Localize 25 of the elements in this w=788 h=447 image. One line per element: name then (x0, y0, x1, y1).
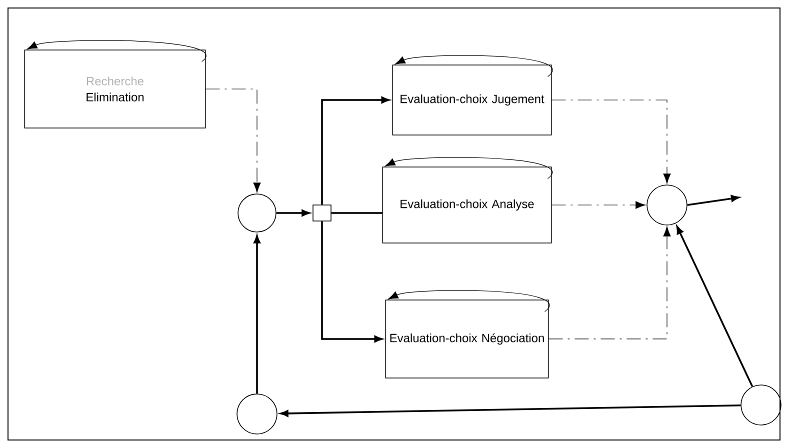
process-box: Recherche Elimination (24, 50, 206, 128)
connector-line (331, 212, 382, 214)
loop-arrow (27, 40, 206, 62)
junction-circle (238, 194, 276, 232)
process-box: Evaluation-choix Analyse (382, 166, 552, 244)
arrow (687, 195, 740, 206)
loop-arrow (385, 157, 553, 179)
loop-arrow (388, 290, 550, 312)
junction-circle (646, 184, 688, 226)
arrow (676, 226, 754, 387)
process-box: Evaluation-choix Négociation (385, 300, 549, 378)
arrow (551, 100, 671, 184)
split-box (312, 204, 332, 222)
arrow (205, 88, 261, 193)
arrow (276, 210, 310, 216)
process-box: Evaluation-choix Jugement (392, 64, 552, 136)
arrow (321, 221, 382, 342)
arrow (548, 226, 671, 340)
arrow (280, 404, 741, 417)
junction-circle (236, 394, 278, 434)
arrow (551, 201, 646, 209)
arrow (321, 96, 390, 205)
arrow (254, 235, 260, 394)
loop-arrow (395, 55, 553, 77)
junction-circle (740, 384, 782, 426)
